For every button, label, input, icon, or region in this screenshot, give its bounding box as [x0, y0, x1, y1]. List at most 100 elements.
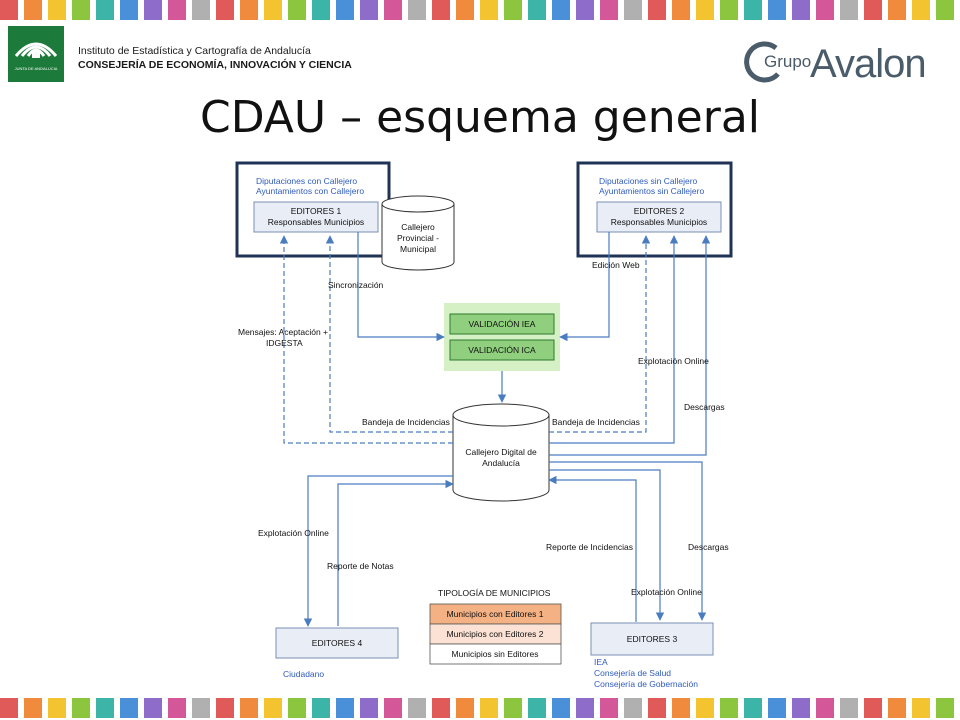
label-bandeja-left: Bandeja de Incidencias — [362, 417, 450, 427]
validacion-iea-label: VALIDACIÓN IEA — [469, 319, 536, 329]
stripe-segment — [408, 0, 426, 20]
editores4-box — [275, 627, 399, 659]
arrow-reporte-notas — [337, 479, 454, 626]
stripe-segment — [912, 698, 930, 718]
stripe-segment — [240, 0, 258, 20]
arrow-explotacion-bottom — [549, 469, 665, 621]
group1-line1: Diputaciones con Callejero — [256, 176, 357, 186]
stripe-segment — [672, 698, 690, 718]
stripe-segment — [24, 0, 42, 20]
stripe-segment — [144, 698, 162, 718]
stripe-segment — [120, 698, 138, 718]
tipologia-item-3-box — [429, 643, 562, 665]
validation-area — [444, 303, 560, 371]
stripe-segment — [816, 698, 834, 718]
tipologia-item-3: Municipios sin Editores — [452, 649, 539, 659]
stripe-segment — [648, 0, 666, 20]
arrow-descargas-right — [549, 235, 711, 456]
stripe-segment — [936, 0, 954, 20]
label-descargas-right: Descargas — [684, 402, 725, 412]
stripe-segment — [216, 698, 234, 718]
arrow-sincronizacion — [357, 232, 445, 342]
stripe-segment — [792, 0, 810, 20]
editores3-sub-1: IEA — [594, 657, 608, 667]
stripe-segment — [432, 0, 450, 20]
stripe-segment — [96, 698, 114, 718]
bottom-color-stripe — [0, 698, 960, 718]
callejero-provincial-line3: Municipal — [400, 244, 436, 254]
stripe-segment — [0, 0, 18, 20]
stripe-segment — [264, 698, 282, 718]
cdau-line2: Andalucía — [482, 458, 520, 468]
arrow-bandeja-left — [325, 235, 453, 433]
stripe-segment — [744, 698, 762, 718]
arrow-bandeja-right — [549, 235, 651, 433]
stripe-segment — [264, 0, 282, 20]
tipologia-item-1: Municipios con Editores 1 — [447, 609, 544, 619]
stripe-segment — [552, 0, 570, 20]
institute-name: Instituto de Estadística y Cartografía d… — [78, 45, 311, 57]
editores1-title: EDITORES 1 — [291, 206, 342, 216]
grupo-avalon-logo: Grupo Avalon — [744, 38, 944, 88]
group2-line1: Diputaciones sin Callejero — [599, 176, 698, 186]
stripe-segment — [864, 698, 882, 718]
label-explotacion-online-bottom: Explotación Online — [631, 587, 702, 597]
stripe-segment — [528, 0, 546, 20]
stripe-segment — [96, 0, 114, 20]
cdau-database — [452, 403, 550, 502]
stripe-segment — [0, 698, 18, 718]
stripe-segment — [312, 0, 330, 20]
stripe-segment — [48, 698, 66, 718]
stripe-segment — [384, 0, 402, 20]
stripe-segment — [456, 0, 474, 20]
stripe-segment — [864, 0, 882, 20]
stripe-segment — [744, 0, 762, 20]
stripe-segment — [696, 698, 714, 718]
label-sincronizacion: Sincronización — [328, 280, 384, 290]
junta-andalucia-logo: JUNTA DE ANDALUCIA — [8, 26, 64, 82]
arrow-mensajes — [279, 235, 453, 444]
stripe-segment — [720, 698, 738, 718]
stripe-segment — [768, 0, 786, 20]
stripe-segment — [480, 698, 498, 718]
stripe-segment — [840, 0, 858, 20]
stripe-segment — [888, 698, 906, 718]
logo-caption: JUNTA DE ANDALUCIA — [14, 66, 58, 71]
stripe-segment — [576, 0, 594, 20]
stripe-segment — [72, 698, 90, 718]
stripe-segment — [24, 698, 42, 718]
stripe-segment — [816, 0, 834, 20]
stripe-segment — [912, 0, 930, 20]
brand-grupo: Grupo — [764, 52, 812, 71]
editores1-sub: Responsables Municipios — [268, 217, 364, 227]
editores2-title: EDITORES 2 — [634, 206, 685, 216]
stripe-segment — [360, 0, 378, 20]
editores3-box — [590, 622, 714, 656]
stripe-segment — [456, 698, 474, 718]
stripe-segment — [360, 698, 378, 718]
stripe-segment — [480, 0, 498, 20]
label-explotacion-online-right: Explotación Online — [638, 356, 709, 366]
editores2-sub: Responsables Municipios — [611, 217, 707, 227]
stripe-segment — [336, 0, 354, 20]
label-reporte-notas: Reporte de Notas — [327, 561, 394, 571]
junta-emblem-icon — [14, 42, 58, 58]
label-bandeja-right: Bandeja de Incidencias — [552, 417, 640, 427]
label-mensajes-1: Mensajes: Aceptación + — [238, 327, 328, 337]
arrow-reporte-incidencias — [548, 475, 637, 622]
stripe-segment — [576, 698, 594, 718]
label-explotacion-online-left: Explotación Online — [258, 528, 329, 538]
stripe-segment — [336, 698, 354, 718]
validacion-iea-box — [449, 313, 555, 335]
stripe-segment — [600, 0, 618, 20]
callejero-provincial-db — [381, 195, 455, 271]
slide-title: CDAU – esquema general — [199, 92, 761, 143]
stripe-segment — [72, 0, 90, 20]
label-descargas-bottom: Descargas — [688, 542, 729, 552]
editores4-sub: Ciudadano — [283, 669, 324, 679]
stripe-segment — [216, 0, 234, 20]
stripe-segment — [768, 698, 786, 718]
group2-frame — [576, 161, 733, 258]
stripe-segment — [648, 698, 666, 718]
stripe-segment — [48, 0, 66, 20]
